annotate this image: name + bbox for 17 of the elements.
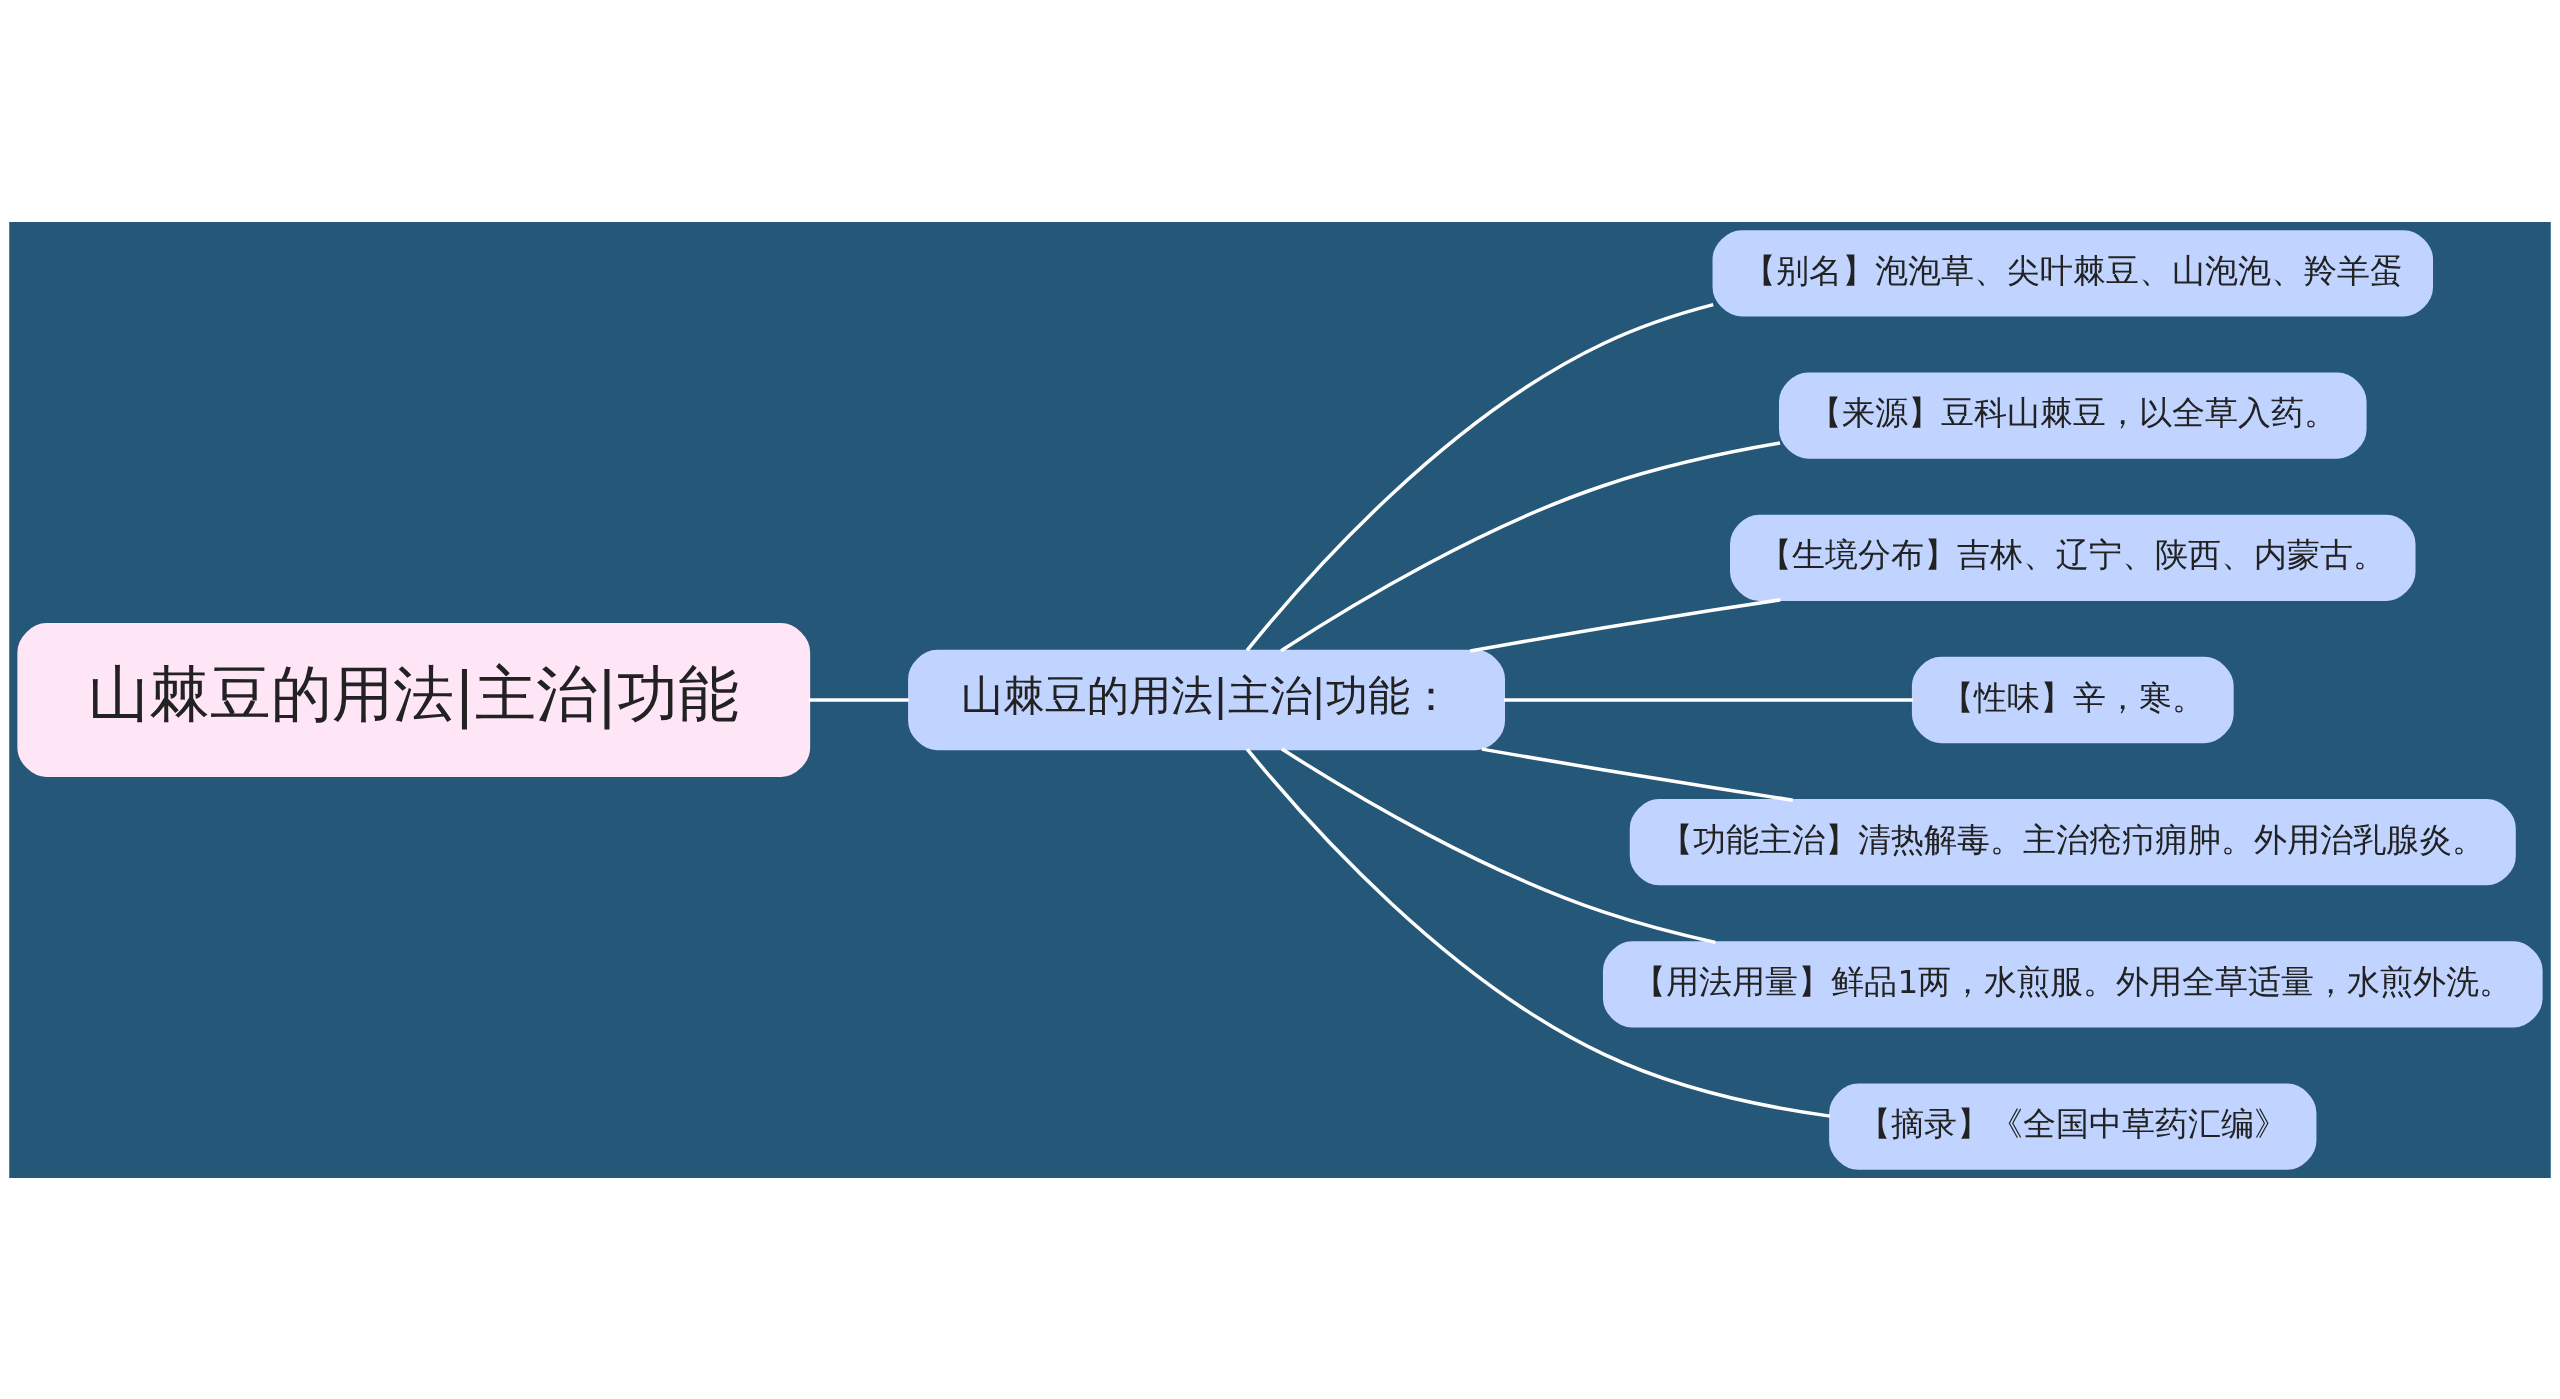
node-box: 山棘豆的用法|主治|功能 [17, 622, 811, 777]
node-box: 【别名】泡泡草、尖叶棘豆、山泡泡、羚羊蛋 [1712, 229, 2434, 316]
connector [1469, 597, 1781, 653]
connector [1281, 747, 1716, 944]
connector [1245, 747, 1831, 1118]
connector [1504, 697, 1913, 702]
node-box: 山棘豆的用法|主治|功能： [908, 649, 1505, 750]
node-box: 【生境分布】吉林、辽宁、陕西、内蒙古。 [1730, 514, 2416, 601]
node-box: 【用法用量】鲜品1两，水煎服。外用全草适量，水煎外洗。 [1602, 940, 2543, 1028]
connector [1245, 302, 1714, 651]
node-box: 【摘录】《全国中草药汇编》 [1829, 1083, 2317, 1170]
connector [1280, 440, 1781, 652]
connector [1481, 746, 1794, 802]
node-box: 【性味】辛，寒。 [1911, 656, 2234, 743]
node-box: 【功能主治】清热解毒。主治疮疖痈肿。外用治乳腺炎。 [1629, 798, 2516, 885]
connector [809, 697, 909, 702]
node-box: 【来源】豆科山棘豆，以全草入药。 [1779, 371, 2367, 459]
